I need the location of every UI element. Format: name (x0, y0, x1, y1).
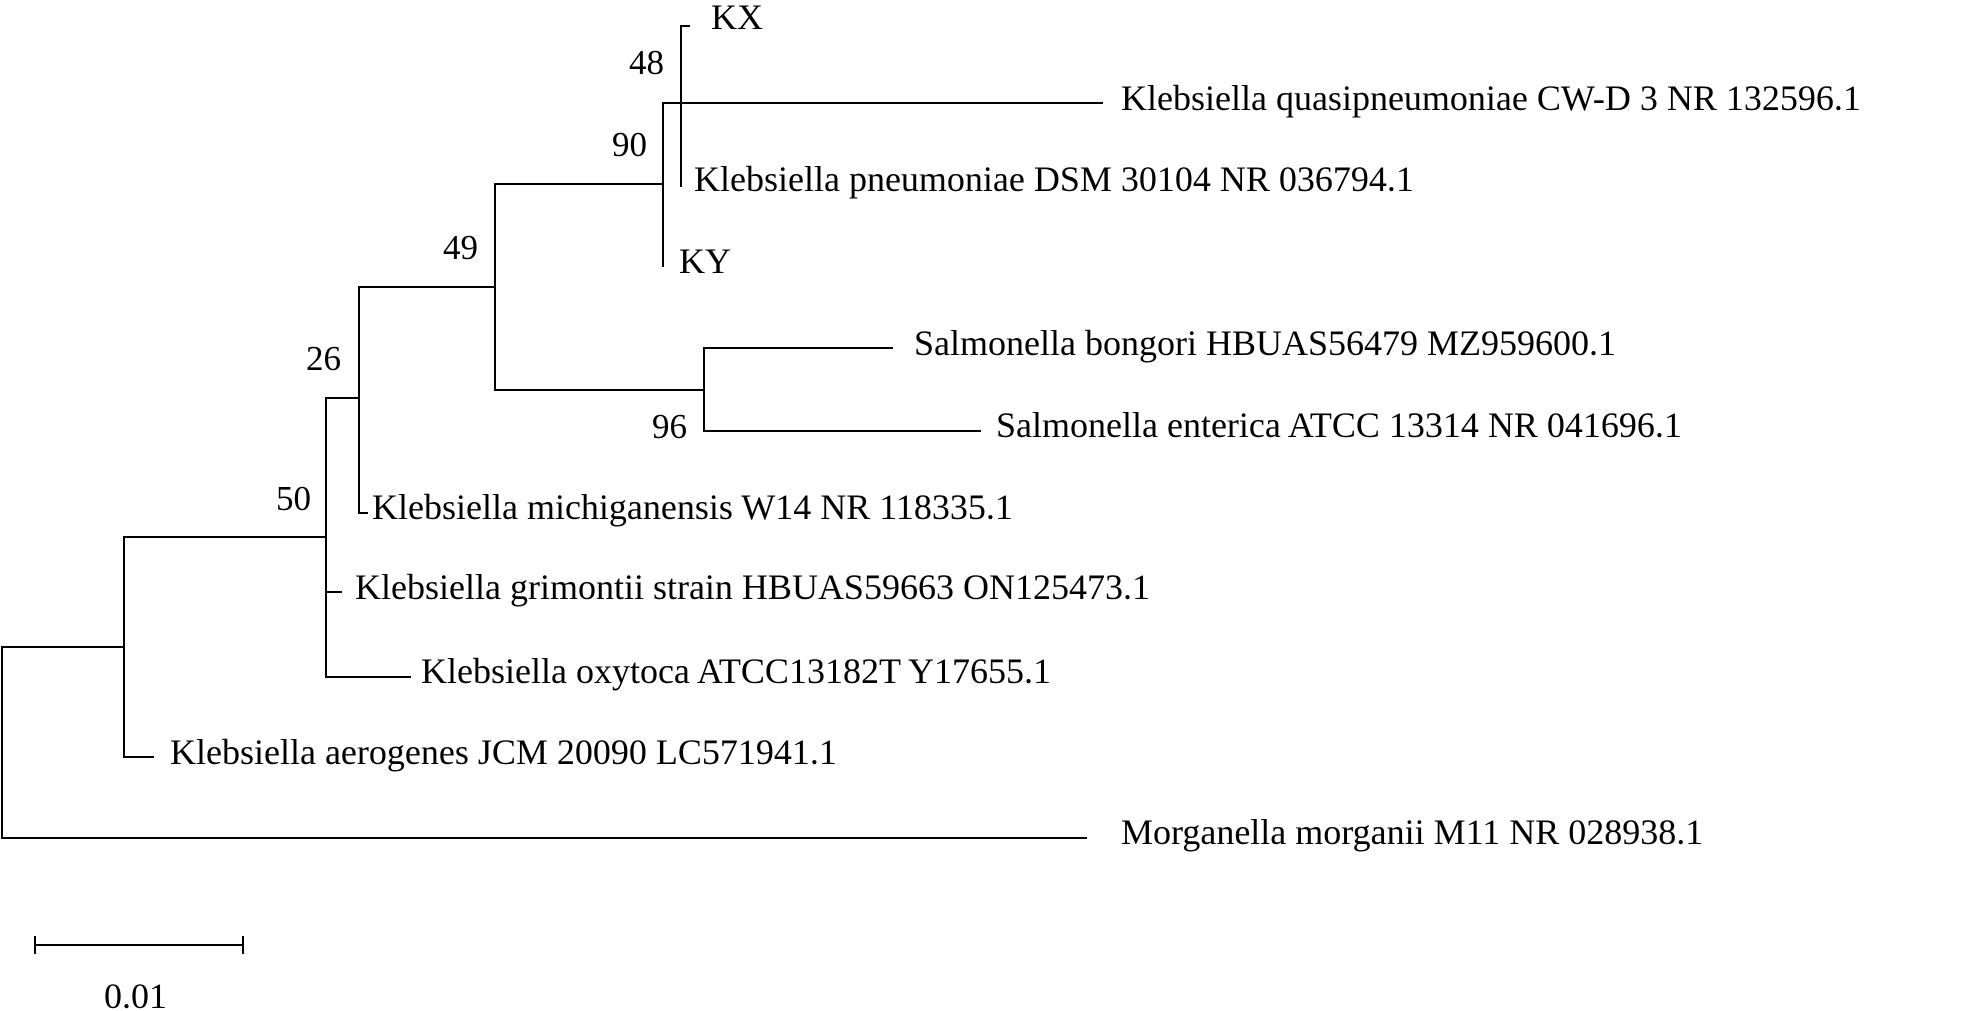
taxon-label-enterica: Salmonella enterica ATCC 13314 NR 041696… (996, 405, 1682, 445)
bootstrap-label-96: 96 (652, 407, 687, 446)
taxon-label-michiganensis: Klebsiella michiganensis W14 NR 118335.1 (372, 487, 1013, 527)
taxon-label-grimontii: Klebsiella grimontii strain HBUAS59663 O… (355, 567, 1150, 607)
bootstrap-label-50: 50 (276, 479, 311, 518)
bootstrap-labels: 48 90 49 96 26 50 (276, 43, 687, 518)
taxon-label-pneumoniae: Klebsiella pneumoniae DSM 30104 NR 03679… (694, 159, 1414, 199)
bootstrap-label-26: 26 (306, 339, 341, 378)
bootstrap-label-90: 90 (612, 125, 647, 164)
scale-bar: 0.01 (34, 936, 244, 1011)
taxon-label-kx: KX (711, 0, 763, 37)
taxon-label-bongori: Salmonella bongori HBUAS56479 MZ959600.1 (914, 323, 1616, 363)
bootstrap-label-48: 48 (629, 43, 664, 82)
taxon-label-ky: KY (679, 241, 731, 281)
taxon-label-morganii: Morganella morganii M11 NR 028938.1 (1121, 812, 1703, 852)
bootstrap-label-49: 49 (443, 228, 478, 267)
taxon-label-quasipneumoniae: Klebsiella quasipneumoniae CW-D 3 NR 132… (1121, 78, 1861, 118)
tree-branches (1, 25, 1103, 839)
scale-bar-label: 0.01 (104, 976, 167, 1011)
taxon-label-aerogenes: Klebsiella aerogenes JCM 20090 LC571941.… (170, 732, 837, 772)
taxon-label-oxytoca: Klebsiella oxytoca ATCC13182T Y17655.1 (421, 651, 1051, 691)
taxon-labels: KX Klebsiella quasipneumoniae CW-D 3 NR … (170, 0, 1861, 852)
